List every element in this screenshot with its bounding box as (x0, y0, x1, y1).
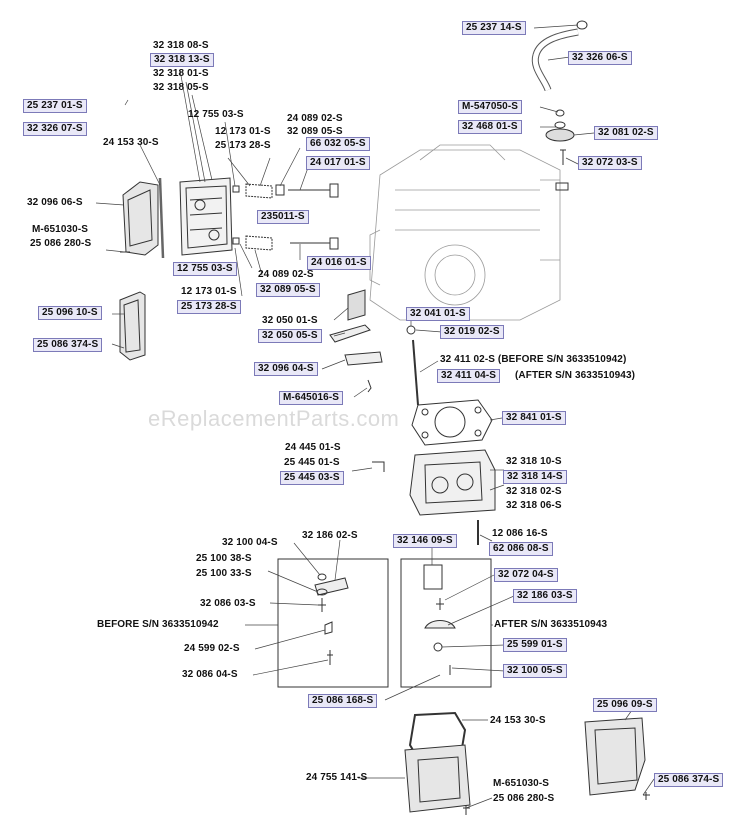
part-label: BEFORE S/N 3633510942 (97, 619, 219, 630)
part-label[interactable]: 32 100 05-S (503, 664, 567, 678)
valve-cover-left-mid (119, 291, 146, 361)
valve-cover-upper (120, 177, 165, 259)
leader-lines (95, 24, 655, 809)
part-label[interactable]: 24 017 01-S (306, 156, 370, 170)
part-label: 24 755 141-S (306, 772, 368, 783)
part-label: 12 755 03-S (188, 109, 244, 120)
part-label: 32 186 02-S (302, 530, 358, 541)
part-label: 32 086 03-S (200, 598, 256, 609)
part-label[interactable]: M-547050-S (458, 100, 523, 114)
cylinder-head-upper (179, 177, 233, 256)
part-label[interactable]: 25 237 01-S (23, 99, 87, 113)
part-label: 24 599 02-S (184, 643, 240, 654)
part-label: 32 318 02-S (506, 486, 562, 497)
part-label: 25 100 38-S (196, 553, 252, 564)
part-label[interactable]: 32 468 01-S (458, 120, 522, 134)
watermark: eReplacementParts.com (148, 406, 400, 431)
after-sn-box (400, 558, 492, 688)
part-label[interactable]: 25 096 09-S (593, 698, 657, 712)
part-label[interactable]: 32 326 06-S (568, 51, 632, 65)
cylinder-head-middle (372, 449, 496, 545)
part-label[interactable]: 32 050 05-S (258, 329, 322, 343)
part-label[interactable]: 32 019 02-S (440, 325, 504, 339)
part-label: AFTER S/N 3633510943 (494, 619, 608, 630)
valve-cover-lower (404, 711, 471, 815)
part-label: 24 089 02-S (287, 113, 343, 124)
part-label[interactable]: 25 086 374-S (33, 338, 103, 352)
part-label[interactable]: 25 096 10-S (38, 306, 102, 320)
part-label[interactable]: 66 032 05-S (306, 137, 370, 151)
part-label: 12 173 01-S (215, 126, 271, 137)
part-label: 24 153 30-S (490, 715, 546, 726)
part-label: M-651030-S (493, 778, 550, 789)
part-label[interactable]: 32 411 04-S (437, 369, 501, 383)
part-label[interactable]: 62 086 08-S (489, 542, 553, 556)
part-label: M-651030-S (32, 224, 89, 235)
part-label: 32 086 04-S (182, 669, 238, 680)
part-label: 25 086 280-S (30, 238, 92, 249)
part-label: 32 318 10-S (506, 456, 562, 467)
breather-parts (545, 109, 575, 191)
before-sn-parts (314, 573, 349, 665)
after-sn-parts (423, 564, 456, 675)
part-label: 32 100 04-S (222, 537, 278, 548)
engine-block-outline (369, 144, 561, 321)
part-label[interactable]: 32 072 03-S (578, 156, 642, 170)
part-label[interactable]: 32 841 01-S (502, 411, 566, 425)
part-label: 24 445 01-S (285, 442, 341, 453)
rocker-parts (329, 289, 419, 406)
part-label: 32 411 02-S (BEFORE S/N 3633510942) (440, 354, 627, 365)
part-label: 32 318 06-S (506, 500, 562, 511)
part-label: 25 173 28-S (215, 140, 271, 151)
part-label[interactable]: 32 089 05-S (256, 283, 320, 297)
part-label: 24 089 02-S (258, 269, 314, 280)
before-sn-box (277, 558, 389, 688)
part-label[interactable]: 32 146 09-S (393, 534, 457, 548)
part-label: 12 173 01-S (181, 286, 237, 297)
part-label: 32 318 01-S (153, 68, 209, 79)
part-label[interactable]: 25 237 14-S (462, 21, 526, 35)
part-label: 32 050 01-S (262, 315, 318, 326)
part-label[interactable]: 25 086 168-S (308, 694, 378, 708)
part-label: 24 153 30-S (103, 137, 159, 148)
part-label[interactable]: 32 041 01-S (406, 307, 470, 321)
head-gasket (411, 399, 493, 446)
part-label: (AFTER S/N 3633510943) (515, 370, 636, 381)
part-label[interactable]: 235011-S (257, 210, 309, 224)
part-label[interactable]: 32 318 14-S (503, 470, 567, 484)
part-label: 32 318 05-S (153, 82, 209, 93)
part-label[interactable]: 25 173 28-S (177, 300, 241, 314)
part-label: 25 100 33-S (196, 568, 252, 579)
part-label[interactable]: 25 445 03-S (280, 471, 344, 485)
part-label[interactable]: 32 318 13-S (150, 53, 214, 67)
part-label: 32 089 05-S (287, 126, 343, 137)
part-label[interactable]: 12 755 03-S (173, 262, 237, 276)
part-label[interactable]: 24 016 01-S (307, 256, 371, 270)
part-label: 32 096 06-S (27, 197, 83, 208)
part-label[interactable]: 25 599 01-S (503, 638, 567, 652)
part-label: 12 086 16-S (492, 528, 548, 539)
part-label[interactable]: 32 081 02-S (594, 126, 658, 140)
valve-cover-right (584, 717, 650, 800)
part-label[interactable]: 32 096 04-S (254, 362, 318, 376)
part-label: 25 086 280-S (493, 793, 555, 804)
part-label[interactable]: 32 186 03-S (513, 589, 577, 603)
part-label: 32 318 08-S (153, 40, 209, 51)
part-label: 25 445 01-S (284, 457, 340, 468)
part-label[interactable]: 25 086 374-S (654, 773, 724, 787)
part-label[interactable]: M-645016-S (279, 391, 344, 405)
part-label[interactable]: 32 072 04-S (494, 568, 558, 582)
part-label[interactable]: 32 326 07-S (23, 122, 87, 136)
valve-train-parts (232, 183, 339, 251)
